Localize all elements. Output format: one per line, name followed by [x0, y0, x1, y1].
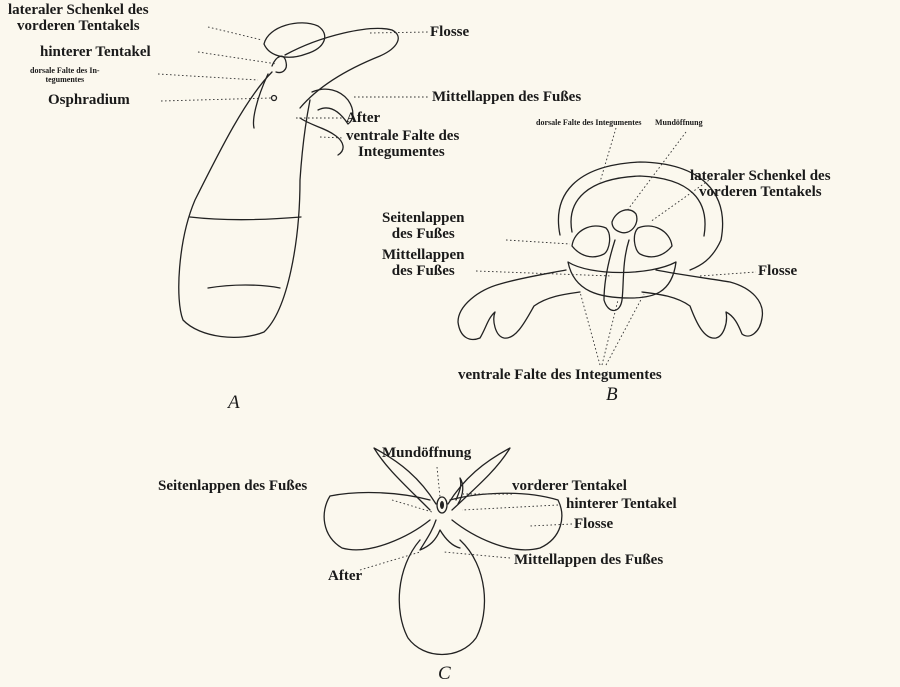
figure-letter-a: A — [228, 392, 240, 414]
figure-b-wing-left — [458, 270, 580, 339]
label-a-anus: After — [346, 110, 380, 126]
label-a-dorsal-fold: dorsale Falte des In- tegumentes — [30, 66, 100, 84]
label-a-middle-lobe: Mittellappen des Fußes — [432, 89, 581, 105]
figure-a-fin — [285, 28, 398, 108]
figure-a-drawing — [158, 23, 430, 337]
figure-letter-b: B — [606, 384, 618, 406]
figure-a-posterior-tentacle — [272, 56, 286, 72]
label-a-lateral-tentacle-line-2: vorderen Tentakels — [17, 18, 140, 34]
label-a-dorsal-fold-line-2: tegumentes — [45, 75, 84, 84]
figure-a-band-1 — [190, 217, 301, 220]
label-b-middle-lobe-line-1: Mittellappen — [382, 247, 465, 263]
label-c-anus: After — [328, 568, 362, 584]
label-a-osphradium: Osphradium — [48, 92, 130, 108]
figure-c-mouth-opening — [440, 501, 444, 509]
label-c-side-lobes: Seitenlappen des Fußes — [158, 478, 307, 494]
label-b-ventral-fold: ventrale Falte des Integumentes — [458, 367, 662, 383]
label-b-dorsal-fold: dorsale Falte des Integumentes — [536, 118, 642, 127]
figure-c-fin-right — [450, 493, 562, 550]
figure-a-body — [179, 72, 310, 337]
label-c-fin: Flosse — [574, 516, 613, 532]
label-c-anterior-tentacle: vorderer Tentakel — [512, 478, 627, 494]
label-a-dorsal-fold-line-1: dorsale Falte des In- — [30, 66, 100, 75]
label-b-side-lobes: Seitenlappen des Fußes — [382, 210, 465, 242]
figure-b-mouth — [612, 210, 637, 233]
label-b-lateral-tentacle-line-2: vorderen Tentakels — [699, 184, 822, 200]
label-b-middle-lobe: Mittellappen des Fußes — [382, 247, 465, 279]
label-b-side-lobes-line-2: des Fußes — [392, 226, 455, 242]
figure-a-osphradium — [272, 96, 277, 101]
figure-letter-c: C — [438, 663, 451, 685]
label-b-lateral-tentacle-line-1: lateraler Schenkel des — [690, 168, 831, 184]
label-a-posterior-tentacle: hinterer Tentakel — [40, 44, 151, 60]
figure-a-band-2 — [208, 285, 280, 288]
label-a-lateral-tentacle: lateraler Schenkel des vorderen Tentakel… — [8, 2, 149, 34]
label-c-posterior-tentacle: hinterer Tentakel — [566, 496, 677, 512]
figure-b-wing-right — [642, 270, 762, 338]
label-b-mouth: Mundöffnung — [655, 118, 703, 127]
figure-b-drawing — [458, 128, 762, 365]
figure-b-side-lobes — [572, 226, 672, 257]
label-a-lateral-tentacle-line-1: lateraler Schenkel des — [8, 2, 149, 18]
label-c-mouth: Mundöffnung — [382, 445, 471, 461]
figure-c-fin-left — [324, 493, 430, 550]
label-b-middle-lobe-line-2: des Fußes — [392, 263, 455, 279]
label-b-lateral-tentacle: lateraler Schenkel des vorderen Tentakel… — [690, 168, 831, 200]
figure-a-lateral-tentacle — [264, 23, 325, 57]
label-a-ventral-fold-line-2: Integumentes — [346, 144, 445, 160]
figure-a-dorsal-fold — [254, 74, 268, 128]
label-b-fin: Flosse — [758, 263, 797, 279]
label-b-side-lobes-line-1: Seitenlappen — [382, 210, 465, 226]
label-a-ventral-fold-line-1: ventrale Falte des — [346, 128, 459, 144]
label-a-fin: Flosse — [430, 24, 469, 40]
figure-c-middle-lobe — [420, 520, 460, 550]
figure-c-body — [399, 540, 484, 655]
label-c-middle-lobe: Mittellappen des Fußes — [514, 552, 663, 568]
label-a-ventral-fold: ventrale Falte des Integumentes — [346, 128, 459, 160]
